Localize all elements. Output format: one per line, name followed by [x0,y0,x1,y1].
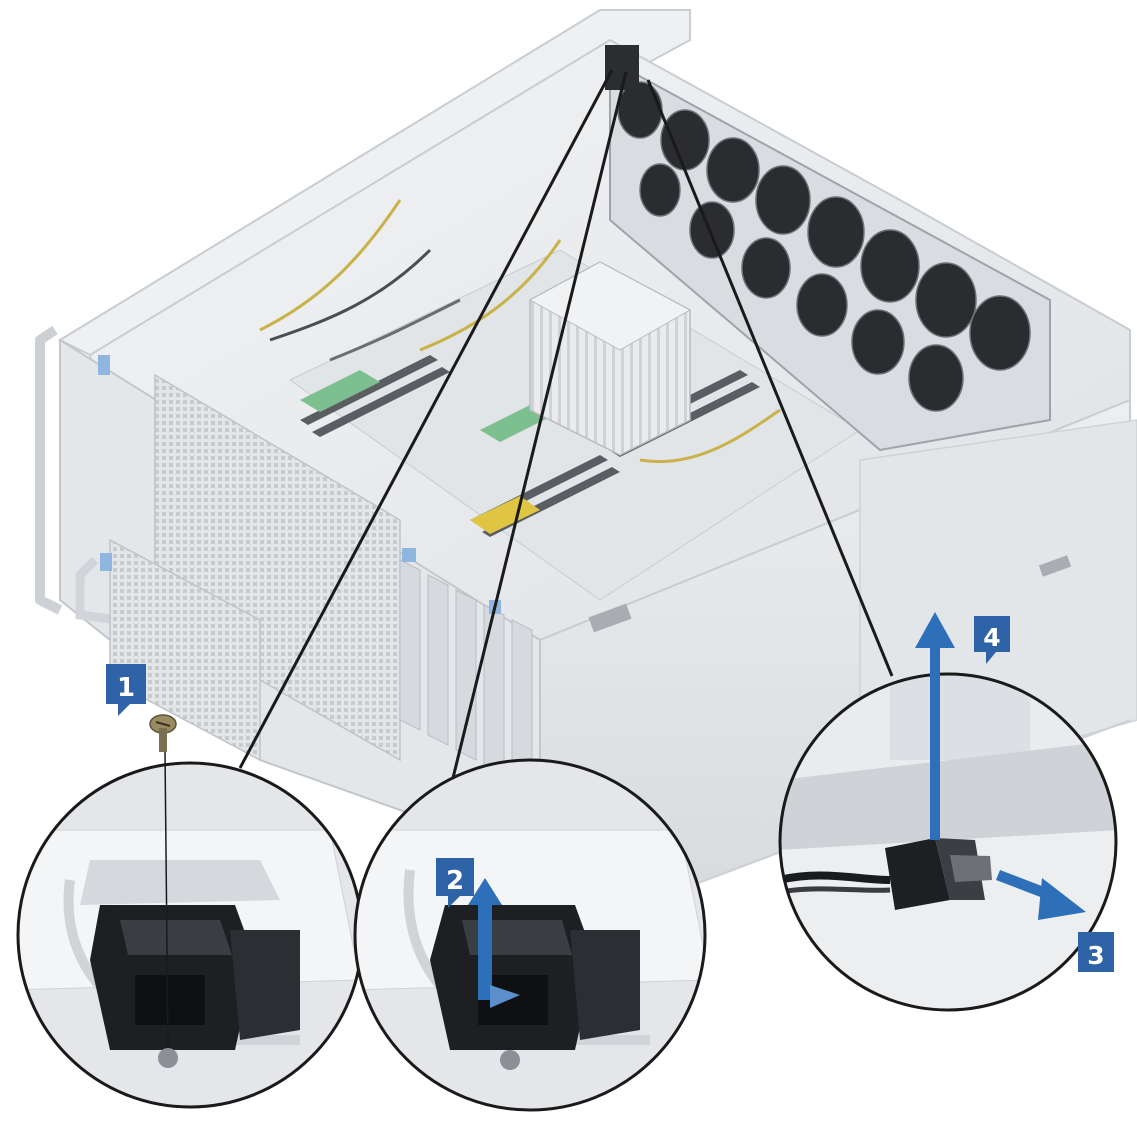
callout-lines [238,69,894,779]
step-number-1: 1 [117,673,135,703]
fan-array [617,81,1031,412]
step-badge-1: 1 [106,664,146,716]
server-chassis [35,9,1137,907]
step-badge-2: 2 [436,858,474,908]
step-badge-3: 3 [1078,932,1114,972]
detail-view-screw-removal [16,761,364,1109]
step-number-3: 3 [1087,941,1104,970]
up-arrow-icon [468,878,520,1008]
step-badge-4: 4 [974,616,1010,664]
detail-view-latch-lift [353,758,707,1112]
detail-view-cable-disconnect [778,672,1118,1012]
step-number-4: 4 [983,623,1000,652]
screw-icon [149,714,177,1049]
step-number-2: 2 [446,866,464,896]
right-arrow-icon [996,870,1086,920]
up-arrow-icon [915,612,955,840]
